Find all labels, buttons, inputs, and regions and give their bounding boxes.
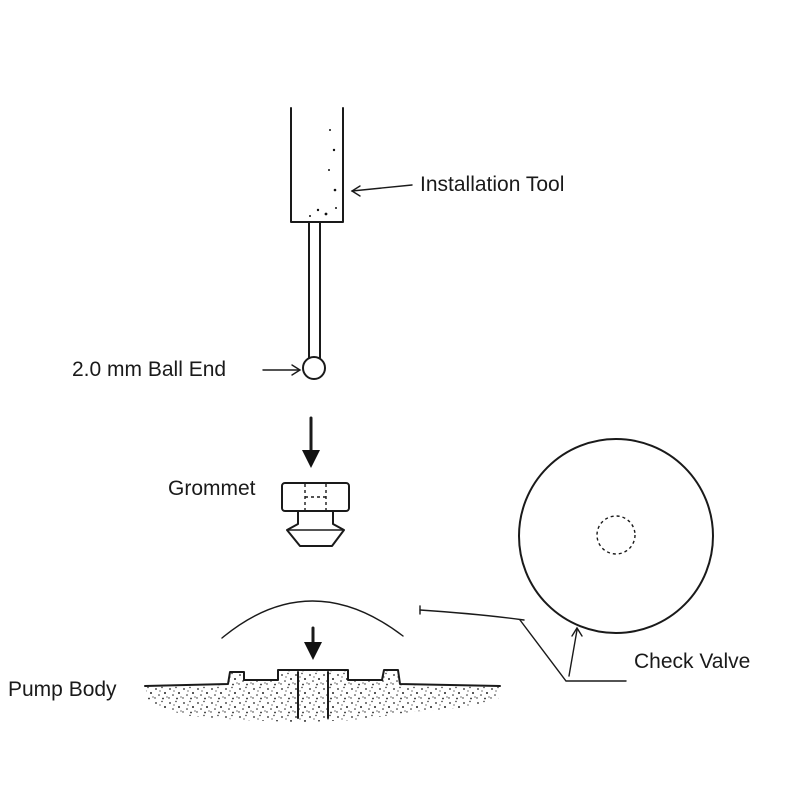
- check-valve-hole: [596, 515, 636, 555]
- down-arrow-to-grommet: [302, 416, 320, 468]
- grommet: [281, 482, 350, 547]
- check-valve-leader-2: [568, 629, 578, 677]
- check-valve-arrowhead: [571, 626, 583, 637]
- ball-end-label: 2.0 mm Ball End: [72, 358, 226, 381]
- pump-body-label: Pump Body: [8, 678, 117, 701]
- ball-end-arrowhead: [291, 364, 302, 376]
- installation-tool-label: Installation Tool: [420, 173, 564, 196]
- ball-end: [302, 356, 326, 380]
- check-valve-leader: [519, 619, 627, 682]
- check-valve-pointer-line: [419, 609, 525, 621]
- installation-tool: [290, 107, 344, 380]
- pump-body: [144, 669, 501, 722]
- pump-body-material: [145, 670, 500, 722]
- tool-handle: [290, 107, 344, 223]
- grommet-head: [281, 482, 350, 512]
- grommet-label: Grommet: [168, 477, 256, 500]
- installation-tool-leader: [351, 184, 413, 192]
- tool-handle-shading: [309, 129, 337, 217]
- check-valve-disc: [518, 438, 714, 634]
- placement-arc: [221, 600, 404, 639]
- check-valve: [518, 438, 714, 634]
- installation-tool-arrowhead: [350, 185, 361, 197]
- pump-body-surface: [144, 669, 501, 687]
- check-valve-label: Check Valve: [634, 650, 750, 673]
- grommet-stem: [286, 510, 345, 547]
- down-arrow-to-pump-body: [304, 626, 322, 660]
